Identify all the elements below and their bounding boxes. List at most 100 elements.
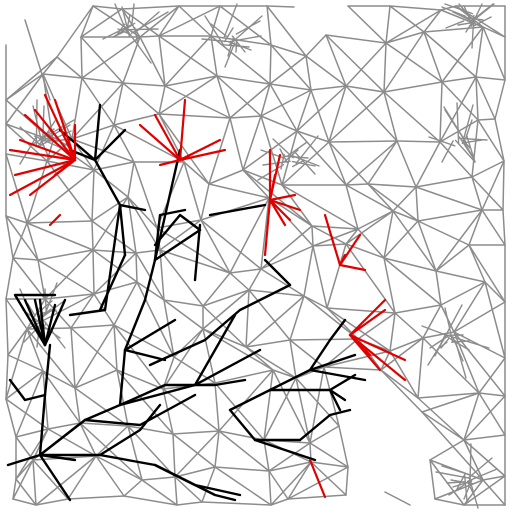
mesh-edge: [428, 136, 456, 147]
mesh-edge: [478, 357, 506, 394]
mesh-edge: [435, 244, 470, 272]
mesh-edge: [385, 31, 425, 44]
mesh-edge: [367, 183, 394, 212]
mesh-edge: [312, 245, 328, 309]
mesh-edge: [223, 3, 238, 38]
mesh-edge: [380, 337, 424, 371]
mesh-edge: [158, 113, 210, 185]
mesh-edge: [287, 494, 347, 500]
mesh-edge: [475, 76, 496, 120]
tree-edge: [298, 408, 352, 442]
mesh-edge: [47, 422, 81, 430]
mesh-edge: [159, 249, 165, 301]
mesh-edge: [312, 228, 359, 247]
frontier-edges-layer: [8, 93, 407, 499]
mesh-edge: [281, 184, 313, 227]
mesh-edge: [47, 428, 97, 457]
tree-edge: [43, 298, 67, 347]
tree-edge: [43, 343, 52, 397]
mesh-edge: [466, 481, 475, 496]
mesh-edge: [210, 35, 272, 46]
mesh-edge: [281, 184, 359, 230]
mesh-edge: [227, 36, 235, 57]
mesh-edge: [296, 85, 347, 132]
mesh-edge: [248, 289, 291, 341]
tree-edge: [98, 403, 162, 457]
mesh-edge: [81, 77, 115, 126]
mesh-edge: [289, 295, 305, 341]
mesh-edge: [439, 76, 477, 143]
frontier-edge: [138, 123, 182, 162]
mesh-edge: [396, 140, 441, 143]
mesh-edge: [15, 459, 34, 480]
mesh-edge: [214, 430, 220, 468]
tree-edge: [38, 453, 77, 462]
mesh-edge: [139, 5, 180, 38]
mesh-edge: [305, 34, 327, 57]
mesh-edge: [95, 455, 125, 497]
mesh-edge: [214, 382, 265, 441]
frontier-edge: [338, 263, 367, 272]
frontier-edge: [348, 333, 407, 382]
mesh-edge: [42, 370, 76, 389]
frontier-edge: [323, 213, 342, 267]
tree-edge: [43, 303, 57, 347]
mesh-edge: [136, 281, 165, 301]
mesh-edge: [208, 169, 244, 185]
mesh-edge: [208, 183, 270, 199]
mesh-edge: [345, 140, 398, 186]
mesh-edge: [475, 26, 484, 78]
mesh-edge: [287, 141, 308, 157]
mesh-edge: [116, 369, 129, 427]
mesh-edge: [44, 293, 95, 300]
tree-edge: [228, 388, 302, 442]
mesh-edge: [456, 473, 466, 490]
mesh-edge: [357, 210, 394, 230]
tree-edge: [328, 388, 347, 402]
mesh-edge: [260, 89, 312, 117]
mesh-edge: [478, 392, 506, 397]
tree-edge: [153, 208, 187, 262]
mesh-edge: [218, 430, 265, 441]
mesh-edge: [266, 5, 295, 8]
mesh-edge: [435, 209, 483, 272]
mesh-edge: [235, 38, 238, 53]
mesh-edge: [345, 184, 359, 230]
mesh-edge: [417, 397, 465, 441]
mesh-edge: [417, 220, 437, 272]
mesh-edge: [266, 5, 272, 46]
mesh-edge: [464, 119, 473, 139]
mesh-edge: [383, 91, 441, 143]
mesh-edge: [56, 56, 83, 79]
mesh-edge: [80, 36, 124, 84]
mesh-edge: [200, 183, 210, 221]
mesh-edge: [162, 328, 204, 390]
mesh-edge: [389, 5, 442, 11]
mesh-edge: [463, 141, 475, 160]
mesh-edge: [5, 354, 9, 400]
mesh-edge: [422, 304, 442, 339]
mesh-edge: [311, 225, 314, 247]
mesh-edge: [159, 249, 231, 274]
mesh-edge: [269, 83, 312, 91]
mesh-edge: [268, 470, 272, 506]
tree-edge: [208, 203, 267, 217]
mesh-edge: [263, 439, 270, 472]
mesh-edge: [201, 466, 216, 503]
mesh-edge: [214, 466, 272, 506]
mesh-edge: [92, 249, 138, 283]
mesh-edge: [367, 183, 419, 222]
mesh-edge: [325, 34, 347, 87]
mesh-edge: [44, 249, 94, 300]
mesh-edge: [113, 124, 185, 163]
mesh-edge: [135, 252, 138, 283]
mesh-edge: [263, 377, 297, 441]
mesh-edge: [296, 89, 312, 132]
mesh-edge: [32, 459, 37, 506]
mesh-edge: [392, 210, 437, 272]
mesh-edge: [113, 324, 164, 390]
frontier-edge: [33, 108, 77, 162]
mesh-edge: [383, 42, 387, 93]
tree-edge: [268, 318, 347, 392]
mesh-edge: [303, 245, 314, 297]
